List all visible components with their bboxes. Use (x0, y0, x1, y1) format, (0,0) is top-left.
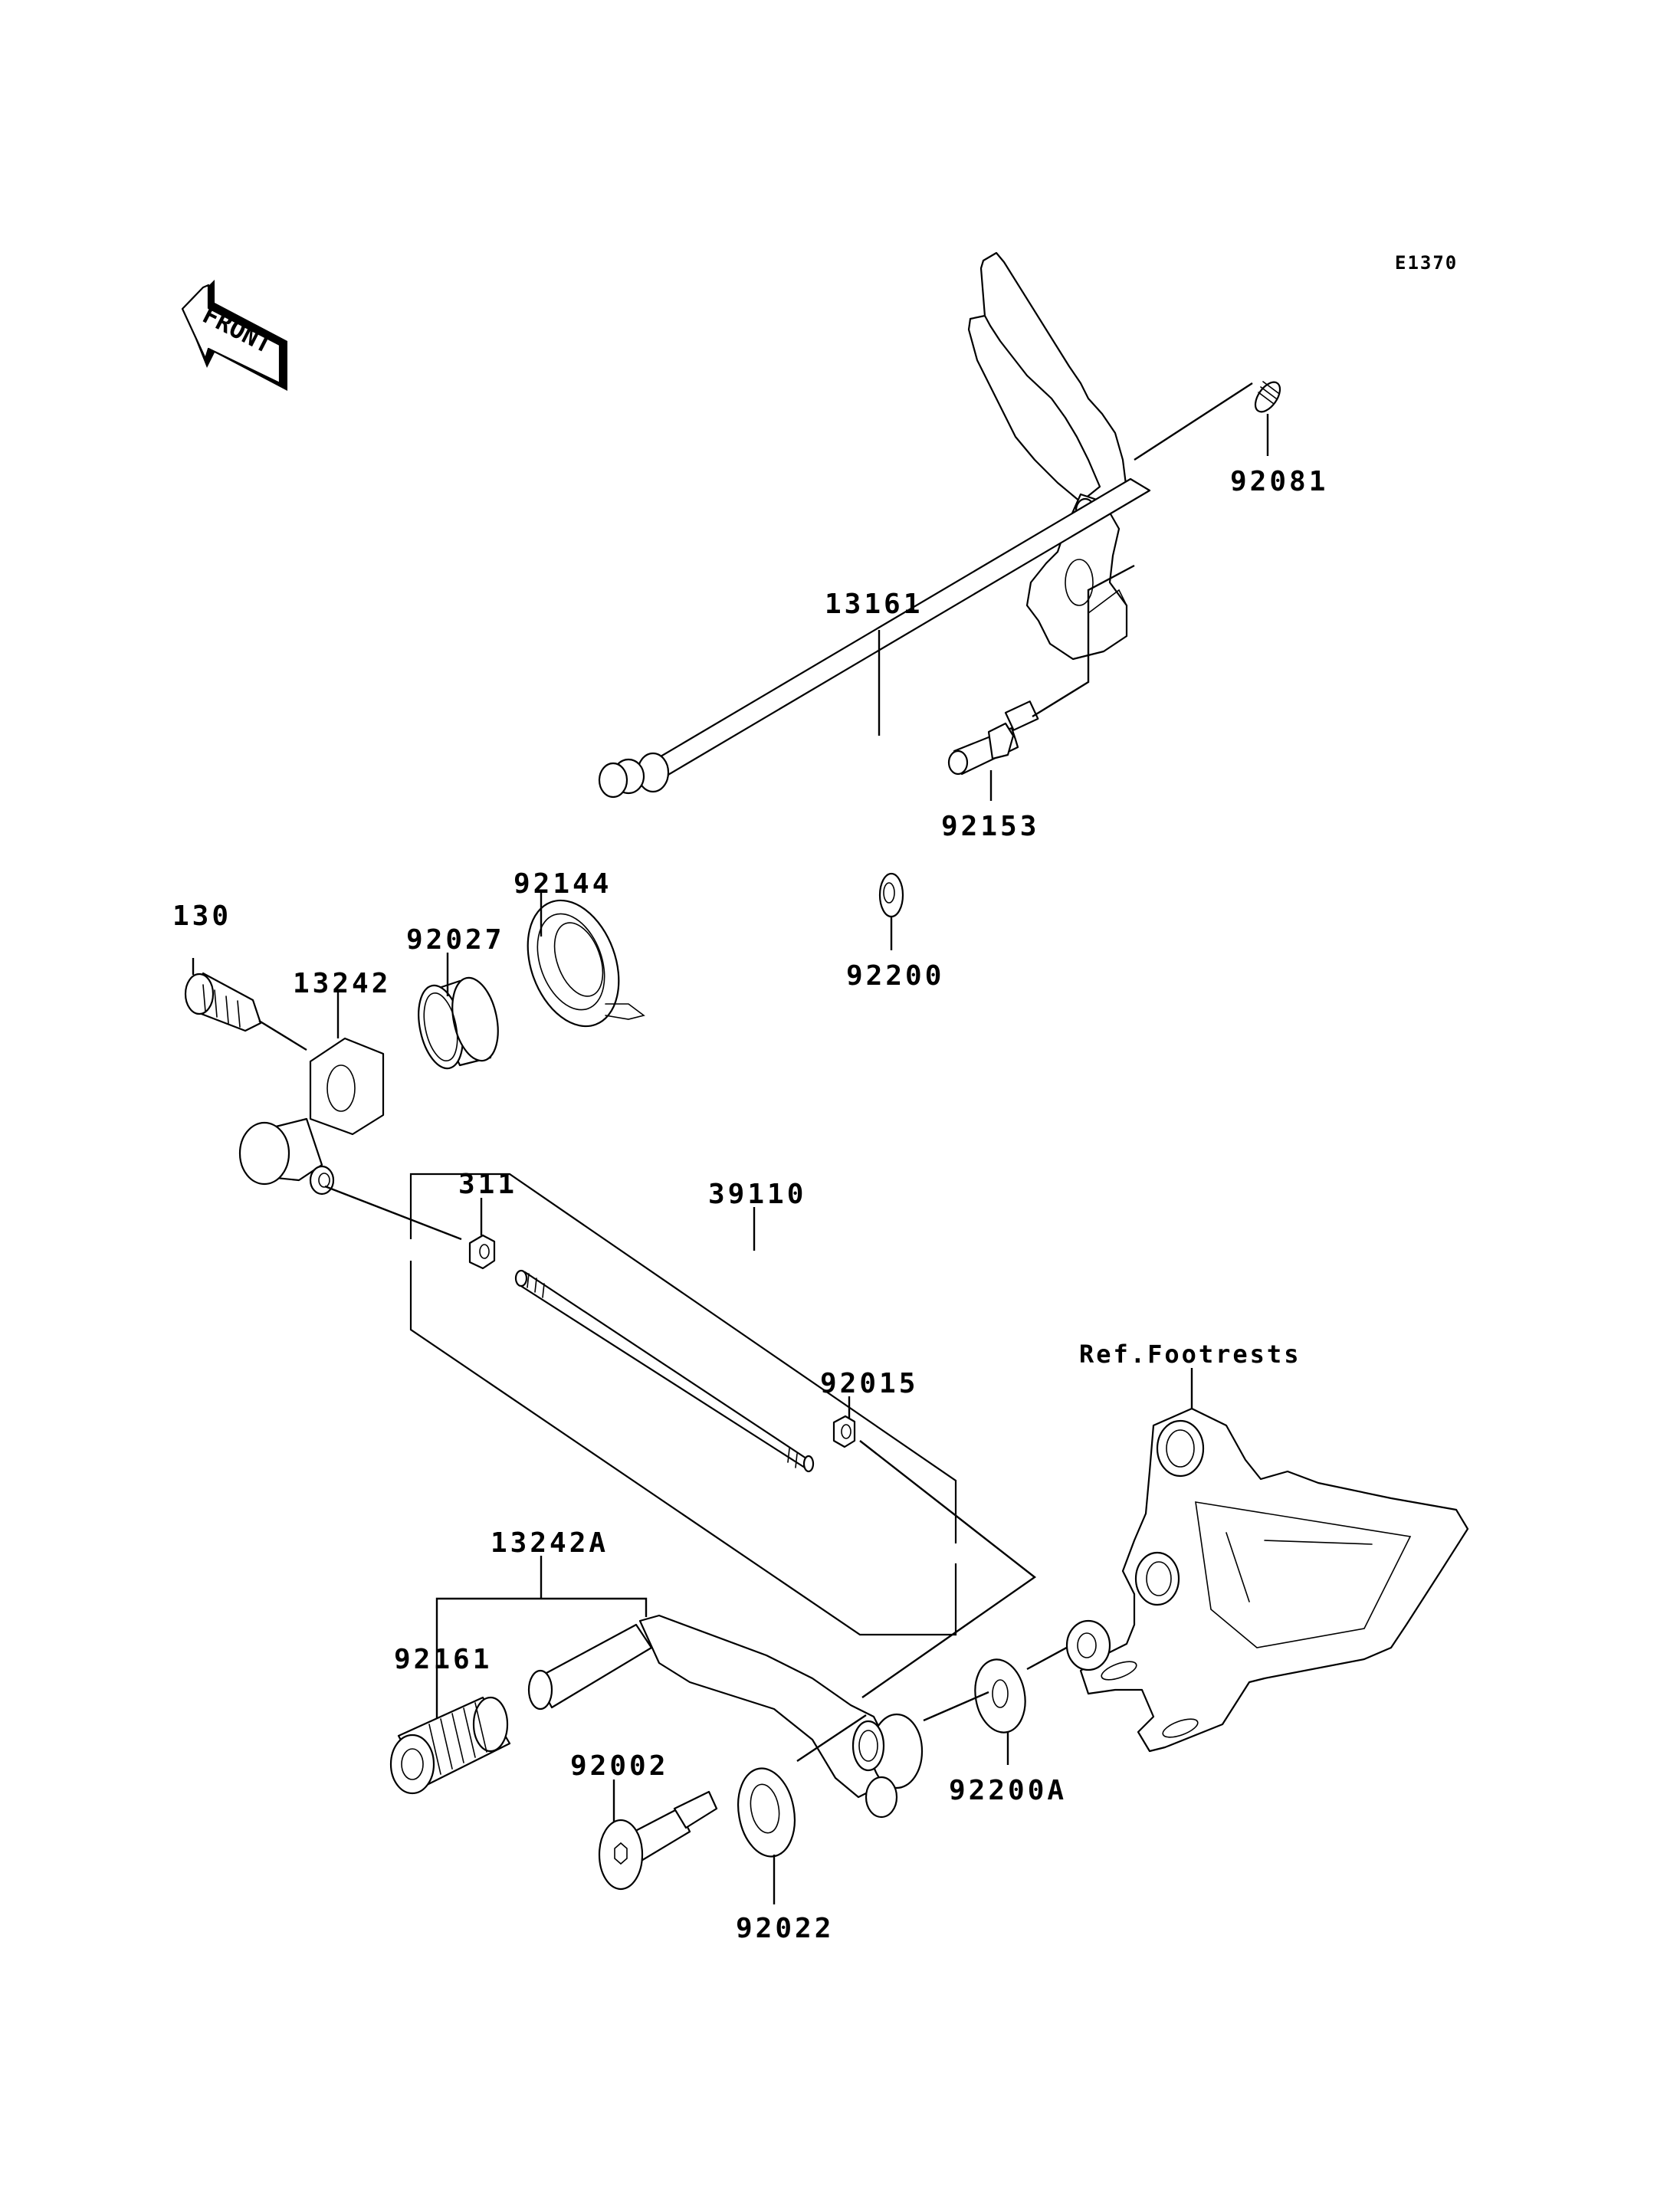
diagram-code: E1370 (1395, 252, 1458, 274)
bracket-39110-bottom (409, 1261, 957, 1636)
leader-92153-drum (1032, 564, 1135, 718)
leader-130-arm (258, 1019, 307, 1051)
nut-92015 (832, 1415, 856, 1448)
shift-pedal-13242A (527, 1614, 924, 1819)
label-92200A: 92200A (949, 1775, 1067, 1806)
shift-lever-arm-13242 (238, 1037, 385, 1196)
spring-92081 (1254, 381, 1281, 413)
label-92015: 92015 (820, 1368, 918, 1399)
label-92027: 92027 (406, 924, 504, 956)
label-13242A: 13242A (491, 1527, 609, 1559)
front-arrow-icon: FRONT (181, 280, 287, 391)
washer-92200 (878, 872, 904, 918)
collar-92027 (418, 976, 499, 1070)
label-92022: 92022 (736, 1913, 834, 1944)
label-92144: 92144 (514, 868, 612, 900)
bolt-130 (184, 972, 262, 1032)
washer-92022 (737, 1767, 796, 1858)
washer-92200A (974, 1658, 1026, 1734)
label-92002: 92002 (570, 1750, 668, 1782)
tie-rod (514, 1269, 815, 1473)
leader-92015-pedal (859, 1440, 1037, 1698)
label-92081: 92081 (1230, 466, 1328, 497)
label-130: 130 (172, 900, 231, 932)
shift-arm-assembly (967, 251, 1128, 661)
label-92161: 92161 (394, 1644, 492, 1675)
return-spring-92144 (527, 899, 645, 1028)
shift-shaft-13161 (598, 477, 1151, 799)
pivot-bolt-92002 (598, 1790, 718, 1891)
leader-92200A-pedal (923, 1691, 989, 1722)
ref-footrests-label: Ref.Footrests (1079, 1340, 1301, 1369)
footrest-bracket (1065, 1407, 1469, 1753)
nut-311 (468, 1234, 496, 1270)
label-311: 311 (458, 1169, 517, 1200)
label-39110: 39110 (708, 1179, 806, 1210)
leader-311-arm (324, 1185, 462, 1241)
pedal-rubber-92161 (389, 1696, 511, 1795)
label-13242: 13242 (293, 968, 391, 999)
bolt-92153 (947, 700, 1039, 776)
label-92153: 92153 (941, 811, 1039, 842)
leader-92081-fork (1134, 382, 1253, 461)
bracket-39110-top (409, 1173, 957, 1543)
label-92200: 92200 (846, 960, 944, 992)
label-13161: 13161 (825, 589, 923, 620)
leader-92022-pedal (796, 1714, 867, 1762)
